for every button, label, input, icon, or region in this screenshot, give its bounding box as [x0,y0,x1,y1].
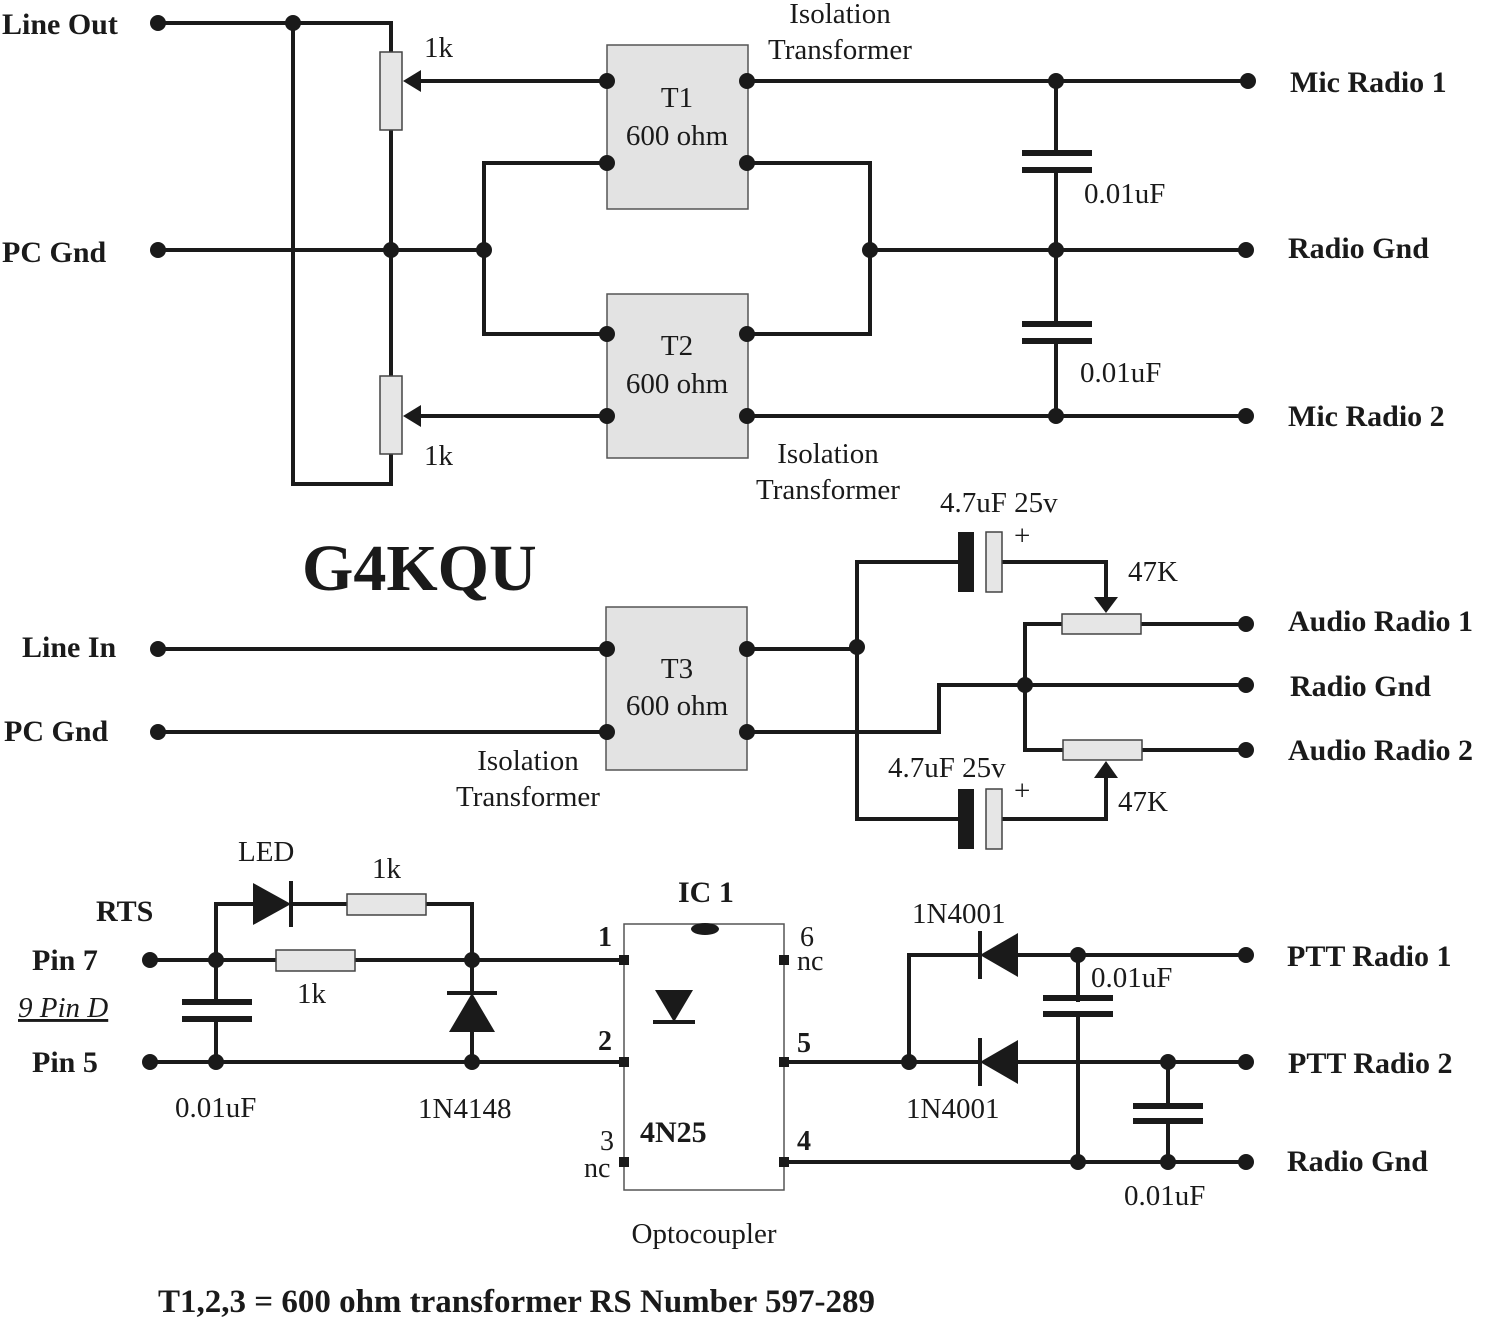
pot-1k-top [379,51,403,131]
label-t2-value: 600 ohm [626,368,729,400]
label-t2-name: T2 [661,330,693,362]
label-cap-ptt2: 0.01uF [1124,1180,1205,1212]
label-led: LED [238,836,294,868]
label-t1-caption-2: Transformer [768,34,912,66]
label-pot-47k-top: 47K [1128,556,1178,588]
label-pin-5-ic: 5 [797,1028,811,1059]
label-t1-value: 600 ohm [626,120,729,152]
section1-wires [156,21,1250,486]
label-audio-radio-1: Audio Radio 1 [1288,605,1473,638]
pot-47k-top [1061,613,1142,635]
footnote: T1,2,3 = 600 ohm transformer RS Number 5… [158,1284,875,1320]
section-ptt-optocoupler: RTS Pin 7 9 Pin D Pin 5 LED 1k 1k 0.01uF… [18,836,1453,1250]
ecap-2-plate-neg [958,789,974,849]
label-diode-1n4148: 1N4148 [418,1093,511,1125]
wiper-arrow-47k-bottom [1094,761,1118,778]
label-ecap-2: 4.7uF 25v [888,752,1006,784]
section2-wires [156,560,1248,821]
transformer-t2 [606,293,749,459]
label-cap-ptt1: 0.01uF [1091,962,1172,994]
wiper-arrow-bottom [403,405,421,427]
label-pin-7: Pin 7 [32,944,98,977]
label-t3-value: 600 ohm [626,690,729,722]
label-pc-gnd-1: PC Gnd [2,236,107,269]
label-9-pin-d: 9 Pin D [18,992,108,1024]
ecap-1-plate-neg [958,532,974,592]
label-t1-caption-1: Isolation [789,0,891,30]
title-callsign: G4KQU [302,532,537,605]
label-resistor-1k-top: 1k [372,853,402,885]
label-ecap-1: 4.7uF 25v [940,487,1058,519]
label-t3-caption-2: Transformer [456,781,600,813]
section1-junctions [150,15,1256,424]
label-t3-name: T3 [661,653,693,685]
label-pc-gnd-2: PC Gnd [4,715,109,748]
label-ptt-radio-2: PTT Radio 2 [1288,1047,1453,1080]
label-optocoupler: Optocoupler [632,1218,777,1250]
diode-1n4001-bottom-body [980,1040,1018,1084]
transformer-t1 [606,44,749,210]
label-ic-4n25: 4N25 [640,1116,707,1149]
label-cap-2: 0.01uF [1080,357,1161,389]
label-radio-gnd-2: Radio Gnd [1290,670,1431,703]
label-diode-1n4001-top: 1N4001 [912,898,1005,930]
label-ecap-1-plus: + [1014,520,1030,552]
pot-1k-bottom [379,375,403,455]
label-t2-caption-1: Isolation [777,438,879,470]
diode-1n4001-top-body [980,933,1018,977]
ic-orientation-notch [691,923,719,935]
wiper-arrow-47k-top [1094,597,1118,613]
label-line-in: Line In [22,631,117,664]
label-radio-gnd-1: Radio Gnd [1288,232,1429,265]
label-pin-6: 6 [800,922,814,953]
label-line-out: Line Out [2,8,118,41]
section-audio-isolation: Line In PC Gnd T3 600 ohm Isolation Tran… [4,487,1473,850]
label-pin-3: 3 [600,1126,614,1157]
wiper-arrow-top [403,70,421,92]
label-t2-caption-2: Transformer [756,474,900,506]
label-pin-4: 4 [797,1126,811,1157]
transformer-t3 [605,606,748,771]
ic-internal-led [655,990,693,1022]
label-rts: RTS [96,895,153,928]
label-ptt-radio-1: PTT Radio 1 [1287,940,1452,973]
label-pin-1: 1 [598,922,612,953]
label-pot-1k-top: 1k [424,32,454,64]
label-ic1: IC 1 [678,876,734,909]
label-resistor-1k-bottom: 1k [297,978,327,1010]
label-t1-name: T1 [661,82,693,114]
ecap-2-plate-pos [985,788,1003,850]
label-pin-6-nc: nc [797,946,823,977]
label-mic-radio-2: Mic Radio 2 [1288,400,1445,433]
label-diode-1n4001-bottom: 1N4001 [906,1093,999,1125]
label-pin-3-nc: nc [584,1153,610,1184]
label-mic-radio-1: Mic Radio 1 [1290,66,1447,99]
label-cap-pin: 0.01uF [175,1092,256,1124]
label-t3-caption-1: Isolation [477,745,579,777]
label-pot-1k-bottom: 1k [424,440,454,472]
label-cap-1: 0.01uF [1084,178,1165,210]
diode-1n4148-body [449,993,495,1032]
label-pot-47k-bottom: 47K [1118,786,1168,818]
label-pin-2: 2 [598,1026,612,1057]
pot-47k-bottom [1062,739,1143,761]
section2-junctions [150,616,1254,758]
section-mic-isolation: Line Out PC Gnd 1k 1k T1 600 ohm T2 600 … [2,0,1447,506]
ecap-1-plate-pos [985,531,1003,593]
section3-junctions [142,947,1254,1170]
resistor-1k-bottom [275,949,356,972]
label-radio-gnd-3: Radio Gnd [1287,1145,1428,1178]
led-diode-body [253,883,291,925]
label-ecap-2-plus: + [1014,775,1030,807]
ic-pins [619,955,789,1167]
label-audio-radio-2: Audio Radio 2 [1288,734,1473,767]
resistor-1k-top [346,893,427,916]
label-pin-5: Pin 5 [32,1046,98,1079]
ic-4n25-outline [623,923,785,1191]
